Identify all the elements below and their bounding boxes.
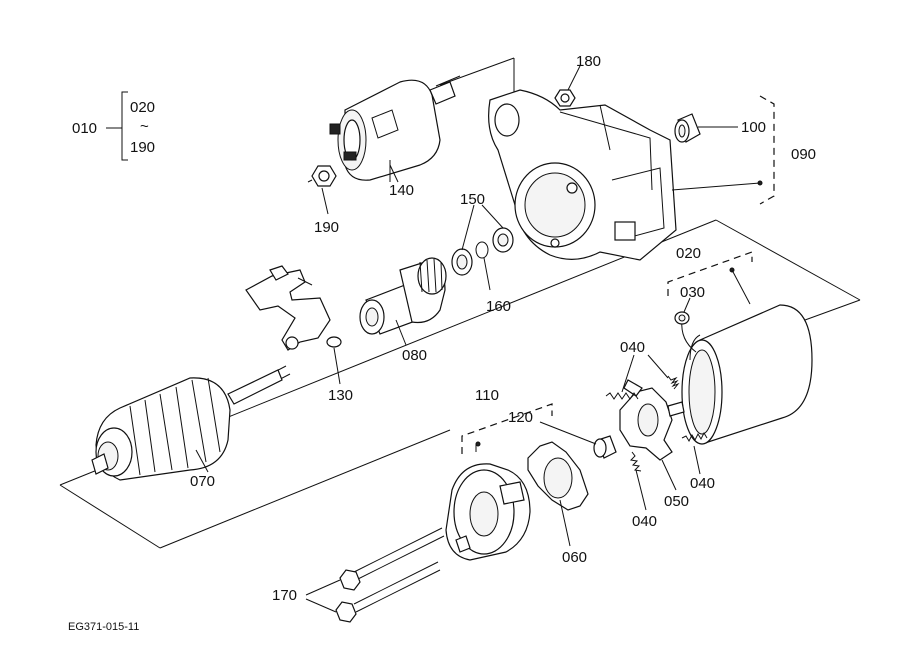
callout-100: 100	[741, 119, 766, 136]
bushing-120	[593, 435, 617, 459]
brush-holder-050	[619, 379, 685, 461]
callout-190: 190	[314, 219, 339, 236]
callout-160: 160	[486, 298, 511, 315]
spring-040-b	[667, 375, 680, 390]
callout-080: 080	[402, 347, 427, 364]
callout-090: 090	[791, 146, 816, 163]
callout-040-bottom: 040	[632, 513, 657, 530]
spring-040-c	[681, 431, 708, 443]
armature-070	[91, 365, 291, 481]
nut-180	[554, 89, 576, 107]
callout-050: 050	[664, 493, 689, 510]
callout-110: 110	[475, 387, 499, 404]
callout-120: 120	[508, 409, 533, 426]
assembly-label: 010	[72, 120, 97, 137]
callout-040-top: 040	[620, 339, 645, 356]
callout-180: 180	[576, 53, 601, 70]
callout-020: 020	[676, 245, 701, 262]
spring-040-a	[605, 392, 639, 400]
lead-wire-030	[674, 311, 697, 353]
callout-060: 060	[562, 549, 587, 566]
bolts-170	[335, 527, 445, 623]
end-frame-110	[445, 463, 531, 561]
shift-lever-130	[245, 265, 331, 351]
yoke-020	[681, 304, 813, 445]
callout-170: 170	[272, 587, 297, 604]
leader-lines	[195, 65, 761, 613]
assembly-range-start: 020	[130, 99, 155, 116]
solenoid-switch	[329, 75, 461, 182]
callouts: 180 100 090 140 190 150 160 020 030 080 …	[190, 53, 816, 604]
callout-070: 070	[190, 473, 215, 490]
spring-040-d	[629, 451, 642, 472]
pinion-clutch-080	[359, 257, 447, 335]
drawing-code: EG371-015-11	[68, 621, 139, 633]
assembly-bracket: 010 020 ~ 190	[72, 91, 155, 161]
drive-housing	[488, 89, 677, 261]
callout-150: 150	[460, 191, 485, 208]
bushing-100	[674, 113, 701, 143]
callout-030: 030	[680, 284, 705, 301]
assembly-range-symbol: ~	[140, 118, 149, 135]
callout-040-right: 040	[690, 475, 715, 492]
callout-140: 140	[389, 182, 414, 199]
washers-150	[451, 227, 514, 276]
plate-060	[527, 441, 589, 511]
assembly-range-end: 190	[130, 139, 155, 156]
spring-pin	[326, 336, 342, 348]
ring-160	[475, 241, 489, 259]
nut-190	[307, 165, 337, 187]
callout-130: 130	[328, 387, 353, 404]
